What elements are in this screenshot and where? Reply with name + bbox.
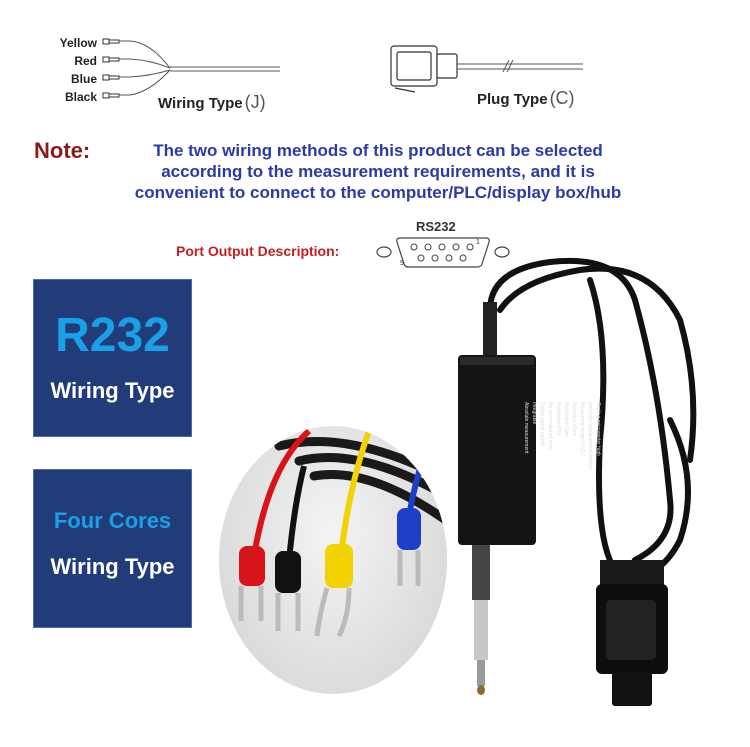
pin-1-label: 1: [476, 239, 480, 246]
four-cores-title: Four Cores: [53, 508, 172, 533]
pin-9-label: 9: [400, 260, 404, 267]
four-cores-wiring-box: Four Cores Wiring Type: [33, 469, 192, 628]
wire-label-blue: Blue: [70, 72, 97, 86]
device-spec-line: Measuring range:0~12.7: [579, 402, 585, 457]
note-label: Note:: [34, 138, 91, 163]
wire-label-yellow: Yellow: [59, 36, 97, 50]
note-text: The two wiring methods of this product c…: [78, 140, 678, 203]
device-spec-line: Absolute measurement: [523, 402, 529, 454]
db9-plug-drawing: [390, 45, 583, 93]
device-spec-line: Integrable: [531, 402, 537, 425]
device-spec-label: Grating micrometer high precision displa…: [432, 402, 602, 512]
sensor-device-illustration: [458, 257, 697, 706]
note-line-3: convenient to connect to the computer/PL…: [134, 183, 622, 202]
note-line-2: according to the measurement requirement…: [161, 162, 595, 181]
wire-label-red: Red: [74, 54, 97, 68]
device-spec-line: Resolution:1um: [563, 402, 569, 437]
device-spec-line: precision displacement sensor: [587, 402, 593, 470]
r232-subtitle: Wiring Type: [50, 378, 175, 403]
device-spec-line: No accumulated error: [547, 402, 553, 451]
device-spec-line: Accuracy:±3um: [571, 402, 577, 437]
note-line-1: The two wiring methods of this product c…: [153, 141, 603, 160]
four-core-wires-photo: [219, 426, 447, 694]
wire-fan-diagram: [102, 38, 280, 99]
four-cores-subtitle: Wiring Type: [50, 554, 175, 579]
rs232-connector-label: RS232: [416, 219, 456, 234]
device-spec-line: Grating micrometer high: [595, 402, 601, 456]
device-spec-line: Digital signal output: [539, 402, 545, 446]
r232-wiring-box: R232 Wiring Type: [33, 279, 192, 437]
rs232-pinout-icon: 1 9: [376, 237, 510, 268]
wire-label-black: Black: [64, 90, 97, 104]
device-spec-line: Protection:IP54: [555, 402, 561, 437]
wiring-type-caption: Wiring Type(J): [158, 92, 266, 112]
plug-type-caption: Plug Type(C): [477, 88, 575, 108]
wire-terminals-illustration: [238, 428, 447, 638]
port-output-label: Port Output Description:: [176, 243, 340, 259]
r232-title: R232: [55, 309, 170, 362]
